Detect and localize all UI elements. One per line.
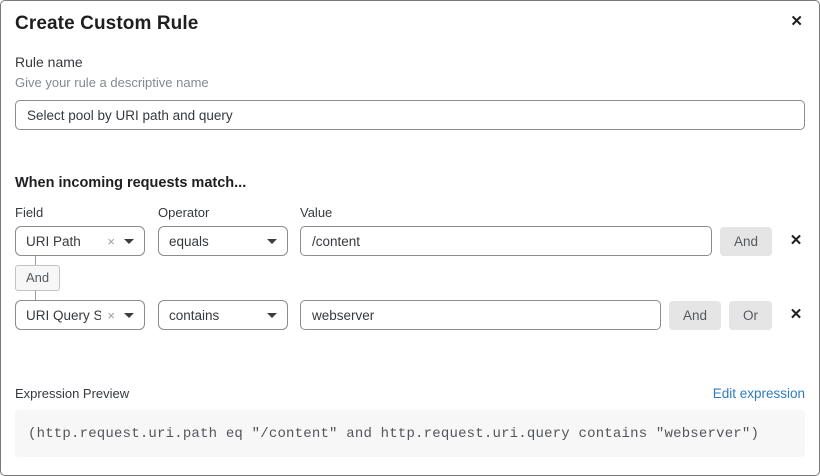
match-heading: When incoming requests match... [15,175,247,191]
field-select[interactable]: URI Query St... × [15,300,145,330]
condition-column-labels: Field Operator Value [15,205,805,220]
chevron-down-icon [267,238,277,244]
expression-code: (http.request.uri.path eq "/content" and… [28,425,760,442]
operator-select-value: equals [169,233,209,249]
or-button[interactable]: Or [729,300,772,330]
rule-name-input[interactable] [15,100,805,130]
chevron-down-icon [124,312,134,318]
chevron-down-icon [124,238,134,244]
field-select-value: URI Path [26,233,81,249]
connector-line [35,290,36,300]
operator-select[interactable]: contains [158,300,288,330]
condition-row: URI Query St... × contains And Or ✕ [15,300,805,330]
modal-header: Create Custom Rule ✕ [15,12,805,35]
operator-column-label: Operator [158,205,210,220]
field-column-label: Field [15,205,44,220]
expression-code-block: (http.request.uri.path eq "/content" and… [15,410,805,457]
value-input[interactable] [300,226,712,256]
chevron-down-icon [267,312,277,318]
clear-icon[interactable]: × [107,233,115,249]
clear-icon[interactable]: × [107,307,115,323]
and-button[interactable]: And [719,226,772,256]
field-select-value: URI Query St... [26,307,101,323]
condition-row: URI Path × equals And ✕ [15,226,805,256]
condition-connector: And [15,256,805,300]
and-connector-badge: And [15,265,61,291]
remove-condition-icon[interactable]: ✕ [787,306,805,324]
value-input[interactable] [300,300,661,330]
close-icon[interactable]: ✕ [790,13,803,30]
value-column-label: Value [300,205,333,220]
connector-line [35,256,36,266]
and-button[interactable]: And [668,300,721,330]
operator-select[interactable]: equals [158,226,288,256]
expression-preview-label: Expression Preview [15,386,130,401]
rule-name-hint: Give your rule a descriptive name [15,75,209,90]
page-title: Create Custom Rule [15,13,199,34]
field-select[interactable]: URI Path × [15,226,145,256]
operator-select-value: contains [169,307,220,323]
remove-condition-icon[interactable]: ✕ [787,232,805,250]
edit-expression-link[interactable]: Edit expression [712,386,805,401]
rule-name-label: Rule name [15,54,83,70]
expression-preview-header: Expression Preview Edit expression [15,386,805,401]
